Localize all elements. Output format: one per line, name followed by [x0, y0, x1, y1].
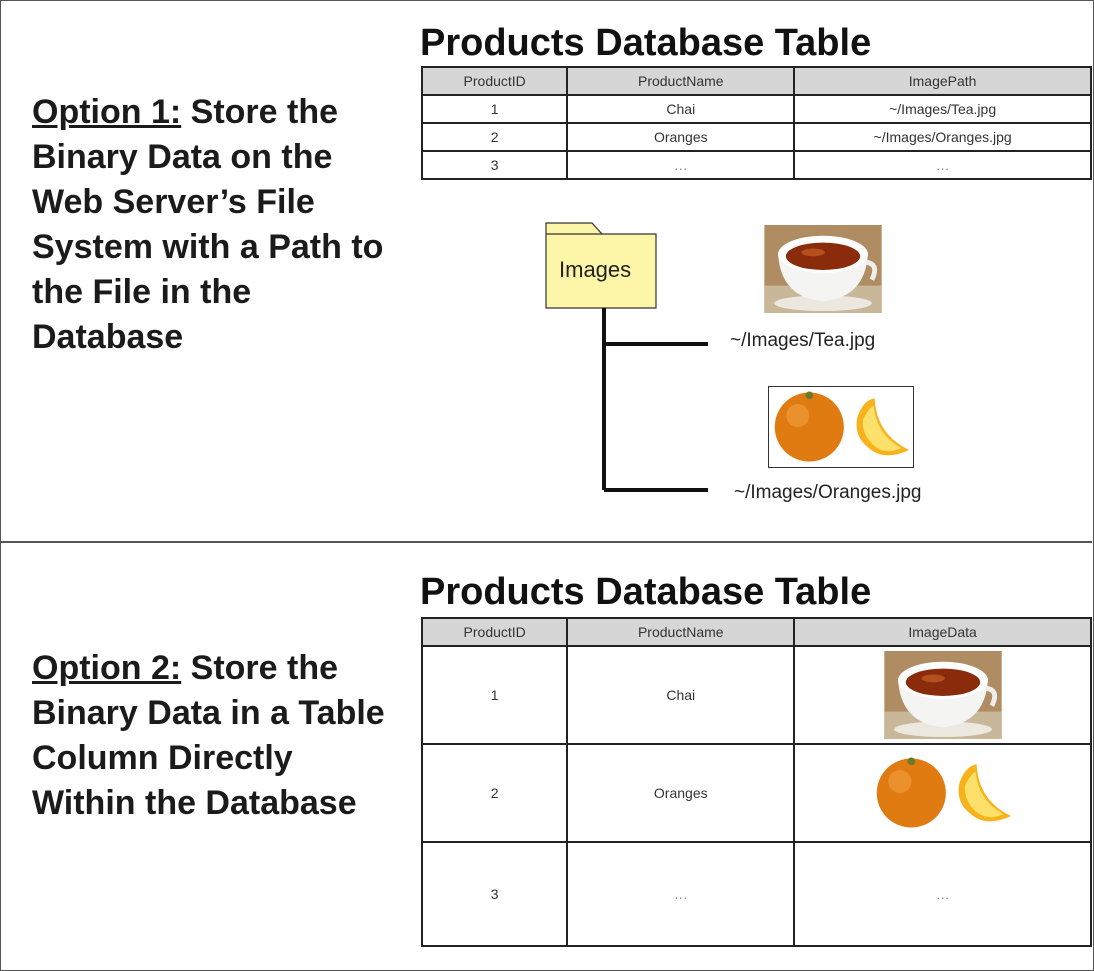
cell-productid: 3 — [420, 150, 569, 180]
option1-description: Option 1: Store the Binary Data on the W… — [32, 90, 402, 360]
table-row: 3 … … — [420, 841, 1092, 947]
column-header-productid: ProductID — [420, 66, 569, 96]
cell-imagedata — [793, 743, 1092, 843]
cell-imagepath: ~/Images/Tea.jpg — [793, 94, 1092, 124]
cell-productid: 1 — [420, 645, 569, 745]
folder-icon — [545, 222, 657, 309]
option2-section: Option 2: Store the Binary Data in a Tab… — [0, 541, 1092, 971]
cell-imagedata — [793, 645, 1092, 745]
cell-productname: Chai — [566, 94, 796, 124]
cell-productid: 2 — [420, 743, 569, 843]
option2-description: Option 2: Store the Binary Data in a Tab… — [32, 646, 402, 826]
option1-products-table: ProductID ProductName ImagePath 1 Chai ~… — [420, 66, 1092, 180]
oranges-image — [774, 391, 910, 462]
table-header-row: ProductID ProductName ImageData — [420, 617, 1092, 647]
cell-productid: 1 — [420, 94, 569, 124]
column-header-imagedata: ImageData — [793, 617, 1092, 647]
table-row: 3 … … — [420, 150, 1092, 180]
folder-tree — [545, 222, 708, 492]
cell-productname: Oranges — [566, 122, 796, 152]
column-header-imagepath: ImagePath — [793, 66, 1092, 96]
column-header-productname: ProductName — [566, 617, 796, 647]
cell-productid: 3 — [420, 841, 569, 947]
option1-label: Option 1: — [32, 93, 182, 131]
cell-imagedata: … — [793, 841, 1092, 947]
option1-text: Store the Binary Data on the Web Server’… — [32, 93, 384, 356]
cell-imagepath: ~/Images/Oranges.jpg — [793, 122, 1092, 152]
table-row: 2 Oranges ~/Images/Oranges.jpg — [420, 122, 1092, 152]
oranges-image — [876, 757, 1011, 828]
cell-productname: Oranges — [566, 743, 796, 843]
cell-productname: … — [566, 150, 796, 180]
table-row: 1 Chai — [420, 645, 1092, 745]
option2-table-title: Products Database Table — [420, 571, 872, 613]
folder-label: Images — [559, 257, 632, 282]
option2-label: Option 2: — [32, 649, 182, 687]
option1-table-title: Products Database Table — [420, 22, 872, 64]
column-header-productid: ProductID — [420, 617, 569, 647]
cell-productname: Chai — [566, 645, 796, 745]
cell-imagepath: … — [793, 150, 1092, 180]
file-path-oranges: ~/Images/Oranges.jpg — [734, 482, 922, 503]
cell-productname: … — [566, 841, 796, 947]
tea-image — [884, 651, 1002, 739]
table-header-row: ProductID ProductName ImagePath — [420, 66, 1092, 96]
table-row: 2 Oranges — [420, 743, 1092, 843]
tea-image — [764, 225, 882, 313]
oranges-image-frame — [768, 386, 914, 468]
file-path-tea: ~/Images/Tea.jpg — [730, 330, 876, 351]
option2-text: Store the Binary Data in a Table Column … — [32, 649, 385, 822]
option2-products-table: ProductID ProductName ImageData 1 Chai 2… — [420, 617, 1092, 947]
option1-section: Option 1: Store the Binary Data on the W… — [32, 22, 1092, 503]
cell-productid: 2 — [420, 122, 569, 152]
column-header-productname: ProductName — [566, 66, 796, 96]
table-row: 1 Chai ~/Images/Tea.jpg — [420, 94, 1092, 124]
